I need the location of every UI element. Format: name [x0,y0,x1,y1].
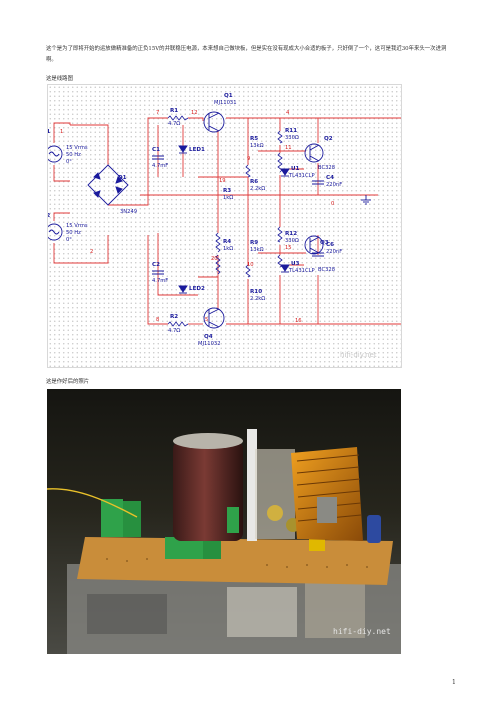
u3-part: TL431CLP [288,268,315,274]
ac-source-icon [48,223,63,241]
q1-part: MJ11031 [214,100,237,106]
led-icon [178,145,188,294]
r1-value: 4.7Ω [168,121,180,127]
net-label: 11 [285,145,292,151]
u1-ref: U1 [291,166,300,172]
source-v2-freq: 50 Hz [66,230,81,236]
c2-ref: C2 [152,262,160,268]
r9-ref: R9 [250,240,258,246]
r11-value: 330Ω [285,135,299,141]
schematic-watermark: hifi-diy.net [340,351,377,359]
q3-part: BC328 [318,267,335,273]
r3-value: 1kΩ [223,195,233,201]
net-label: 4 [286,110,290,116]
r10-ref: R10 [250,289,262,295]
ac-source-icon [48,145,63,163]
intro-paragraph: 这个是为了即将开始的运放做精准备的正负15V的并联稳压电源，本来想自己做块板，但… [46,46,447,63]
net-label: 0 [331,201,334,207]
source-v2-ref: V2 [48,213,50,219]
schematic-caption: 这是线路图 [46,76,73,82]
q3-ref: Q3 [320,240,329,246]
ground-icon [361,195,371,205]
net-label: 15 [285,245,292,251]
net-label: 2 [90,249,93,255]
u3-ref: U3 [291,261,300,267]
source-v1-phase: 0° [66,159,72,165]
source-v1-freq: 50 Hz [66,152,81,158]
c6-value: 220nF [326,249,342,255]
c2-value: 4.7mF [152,278,168,284]
q4-ref: Q4 [204,334,213,340]
source-v1-voltage: 15 Vrms [66,145,88,151]
r4-value: 1kΩ [223,246,233,252]
net-label: 16 [295,318,302,324]
r12-ref: R12 [285,231,297,237]
c1-ref: C1 [152,147,160,153]
r1-ref: R1 [170,108,178,114]
c6-ref: C6 [326,242,334,248]
r4-ref: R4 [223,239,231,245]
net-label: 1 [60,129,63,135]
r6-value: 2.2kΩ [250,186,265,192]
r2-value: 4.7Ω [168,328,180,334]
r9-value: 13kΩ [250,247,264,253]
r5-value: 13kΩ [250,143,264,149]
led2-ref: LED2 [189,286,205,292]
bridge-ref: D1 [118,175,127,181]
r11-ref: R11 [285,128,297,134]
q4-part: MJ11032 [198,341,221,347]
r3-ref: R3 [223,188,231,194]
circuit-board-photo: hifi-diy.net [47,389,401,654]
net-label: 7 [156,110,159,116]
r5-ref: R5 [250,136,258,142]
r2-ref: R2 [170,314,178,320]
r6-ref: R6 [250,179,258,185]
led1-ref: LED1 [189,147,205,153]
r12-value: 330Ω [285,238,299,244]
photo-watermark: hifi-diy.net [333,627,391,636]
circuit-schematic: V1 15 Vrms 50 Hz 0° V2 15 Vrms 50 Hz 0° … [47,84,402,368]
page-number: 1 [452,679,456,686]
c4-value: 220nF [326,182,342,188]
bridge-part: 3N249 [120,209,137,215]
net-label: 19 [219,178,226,184]
r10-value: 2.2kΩ [250,296,265,302]
net-label: 12 [191,110,198,116]
photo-caption: 这是作好后的照片 [46,379,90,385]
net-label: 5 [205,317,208,323]
electrolytic-capacitor-icon [173,433,243,541]
shunt-regulator-icon [280,168,290,273]
q2-ref: Q2 [324,136,333,142]
c4-ref: C4 [326,175,334,181]
transistor-icon [203,111,324,329]
net-label: 20 [211,256,218,262]
source-v2-voltage: 15 Vrms [66,223,88,229]
net-label: 9 [247,156,250,162]
bridge-rectifier-icon [87,164,129,206]
source-v2-phase: 0° [66,237,72,243]
u1-part: TL431CLP [288,173,315,179]
q1-ref: Q1 [224,93,233,99]
c1-value: 4.7mF [152,163,168,169]
net-label: 8 [156,317,159,323]
terminal-block-icon [101,499,221,559]
source-v1-ref: V1 [48,129,50,135]
wires [53,117,401,325]
net-label: 10 [247,262,254,268]
q2-part: BC328 [318,165,335,171]
